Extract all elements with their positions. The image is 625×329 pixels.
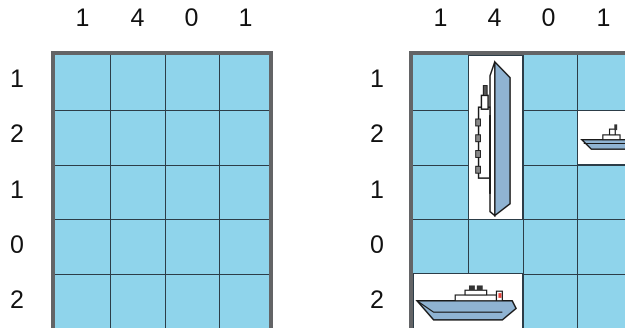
grid-cell[interactable]	[577, 164, 625, 220]
puzzle-grid	[409, 51, 625, 328]
grid-cell[interactable]	[164, 55, 220, 111]
grid-cell[interactable]	[413, 164, 469, 220]
grid-cell[interactable]	[522, 164, 578, 220]
grid-cell[interactable]	[110, 110, 166, 166]
grid-cell[interactable]	[55, 164, 111, 220]
row-clue: 0	[362, 233, 392, 258]
grid-cell[interactable]	[219, 219, 274, 275]
grid-cell[interactable]	[219, 110, 274, 166]
column-clue: 1	[218, 6, 273, 31]
grid-cell[interactable]	[413, 110, 469, 166]
column-clue: 1	[576, 6, 625, 31]
grid-cell[interactable]	[219, 164, 274, 220]
horizontal-ship	[413, 273, 523, 328]
grid-cell[interactable]	[219, 55, 274, 111]
column-clue: 1	[413, 6, 468, 31]
grid-cell[interactable]	[164, 110, 220, 166]
row-clue: 0	[2, 233, 32, 258]
row-clue: 1	[2, 67, 32, 92]
grid-cell[interactable]	[55, 273, 111, 328]
small-ship	[577, 110, 625, 166]
grid-cell[interactable]	[522, 110, 578, 166]
column-clue: 4	[110, 6, 165, 31]
grid-cell[interactable]	[164, 273, 220, 328]
grid-cell[interactable]	[219, 273, 274, 328]
cruiser-icon	[414, 274, 522, 328]
grid-cell[interactable]	[110, 219, 166, 275]
grid-cell[interactable]	[110, 164, 166, 220]
row-clue: 2	[362, 288, 392, 313]
column-clue: 1	[55, 6, 110, 31]
grid-cell[interactable]	[577, 55, 625, 111]
boat-icon	[578, 111, 625, 165]
grid-cell[interactable]	[522, 273, 578, 328]
grid-cell[interactable]	[55, 219, 111, 275]
grid-cell[interactable]	[468, 219, 524, 275]
row-clue: 1	[362, 178, 392, 203]
grid-cell[interactable]	[413, 219, 469, 275]
row-clue: 2	[2, 288, 32, 313]
grid-cell[interactable]	[522, 219, 578, 275]
row-clue: 2	[362, 122, 392, 147]
column-clue: 0	[164, 6, 219, 31]
battleship-icon	[469, 56, 523, 219]
vertical-ship	[468, 55, 524, 220]
puzzle-grid	[51, 51, 273, 328]
grid-cell[interactable]	[413, 55, 469, 111]
grid-cell[interactable]	[577, 219, 625, 275]
grid-cell[interactable]	[164, 164, 220, 220]
grid-cell[interactable]	[55, 55, 111, 111]
row-clue: 2	[2, 122, 32, 147]
row-clue: 1	[362, 67, 392, 92]
grid-cell[interactable]	[522, 55, 578, 111]
row-clue: 1	[2, 178, 32, 203]
grid-cell[interactable]	[164, 219, 220, 275]
grid-cell[interactable]	[110, 55, 166, 111]
grid-cell[interactable]	[577, 273, 625, 328]
grid-cell[interactable]	[55, 110, 111, 166]
grid-cell[interactable]	[110, 273, 166, 328]
column-clue: 4	[467, 6, 522, 31]
column-clue: 0	[521, 6, 576, 31]
